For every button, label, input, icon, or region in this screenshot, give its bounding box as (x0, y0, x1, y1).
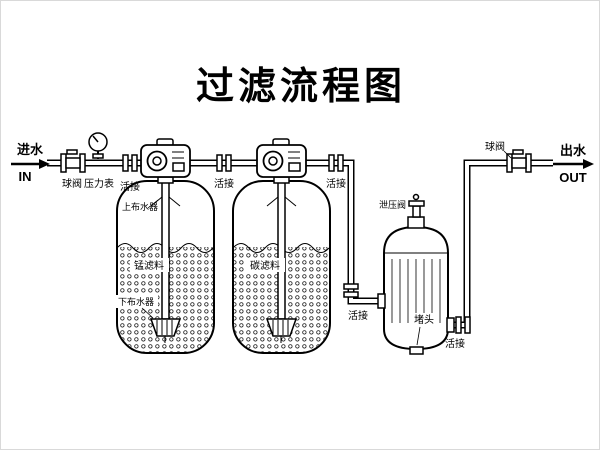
tank-1-riser-pipe (161, 176, 170, 320)
union-5 (455, 316, 471, 334)
union-2 (216, 154, 232, 172)
tank-2: 碳滤料 (232, 176, 331, 354)
tank-1-lower-distributor (149, 318, 182, 343)
upper-distributor-label: 上布水器 (122, 201, 158, 212)
union-3 (328, 154, 344, 172)
tank-2-lower-distributor (265, 318, 298, 343)
pressure-gauge (88, 132, 108, 159)
pressure-gauge-label: 压力表 (84, 177, 114, 190)
housing-outlet-flange (446, 317, 455, 333)
tank-2-riser-pipe (277, 176, 286, 320)
relief-valve (408, 193, 425, 218)
inlet-group: 进水 IN (11, 142, 50, 184)
union-4-label: 活接 (348, 309, 368, 322)
union-1-label: 活接 (120, 180, 140, 193)
inlet-code: IN (19, 169, 32, 184)
outlet-code: OUT (559, 170, 587, 185)
outlet-arrow (553, 159, 594, 169)
control-valve-1 (140, 138, 191, 184)
outlet-label: 出水 (560, 143, 587, 158)
ball-valve-inlet-label: 球阀 (62, 177, 82, 190)
union-4 (343, 283, 359, 298)
plug (409, 346, 424, 355)
diagram-title: 过滤流程图 (196, 66, 406, 108)
union-5-label: 活接 (445, 337, 465, 350)
ball-valve-inlet (60, 149, 86, 173)
manganese-media-label: 锰滤料 (134, 259, 164, 272)
union-2-label: 活接 (214, 177, 234, 190)
filter-housing: 泄压阀 堵头 (377, 193, 455, 355)
ball-valve-outlet (506, 149, 532, 173)
relief-valve-label: 泄压阀 (379, 199, 406, 210)
carbon-media-label: 碳滤料 (250, 259, 280, 272)
union-3-label: 活接 (326, 177, 346, 190)
plug-label: 堵头 (414, 313, 434, 326)
ball-valve-outlet-label: 球阀 (485, 140, 505, 153)
inlet-arrow (11, 159, 50, 169)
housing-inlet-flange (377, 293, 386, 309)
lower-distributor-label: 下布水器 (118, 296, 154, 307)
outlet-group: 出水 OUT (553, 143, 594, 185)
union-1 (122, 154, 138, 172)
control-valve-2 (256, 138, 307, 184)
tank-1: 上布水器 锰滤料 下布水器 (114, 176, 215, 354)
inlet-label: 进水 (17, 142, 44, 157)
